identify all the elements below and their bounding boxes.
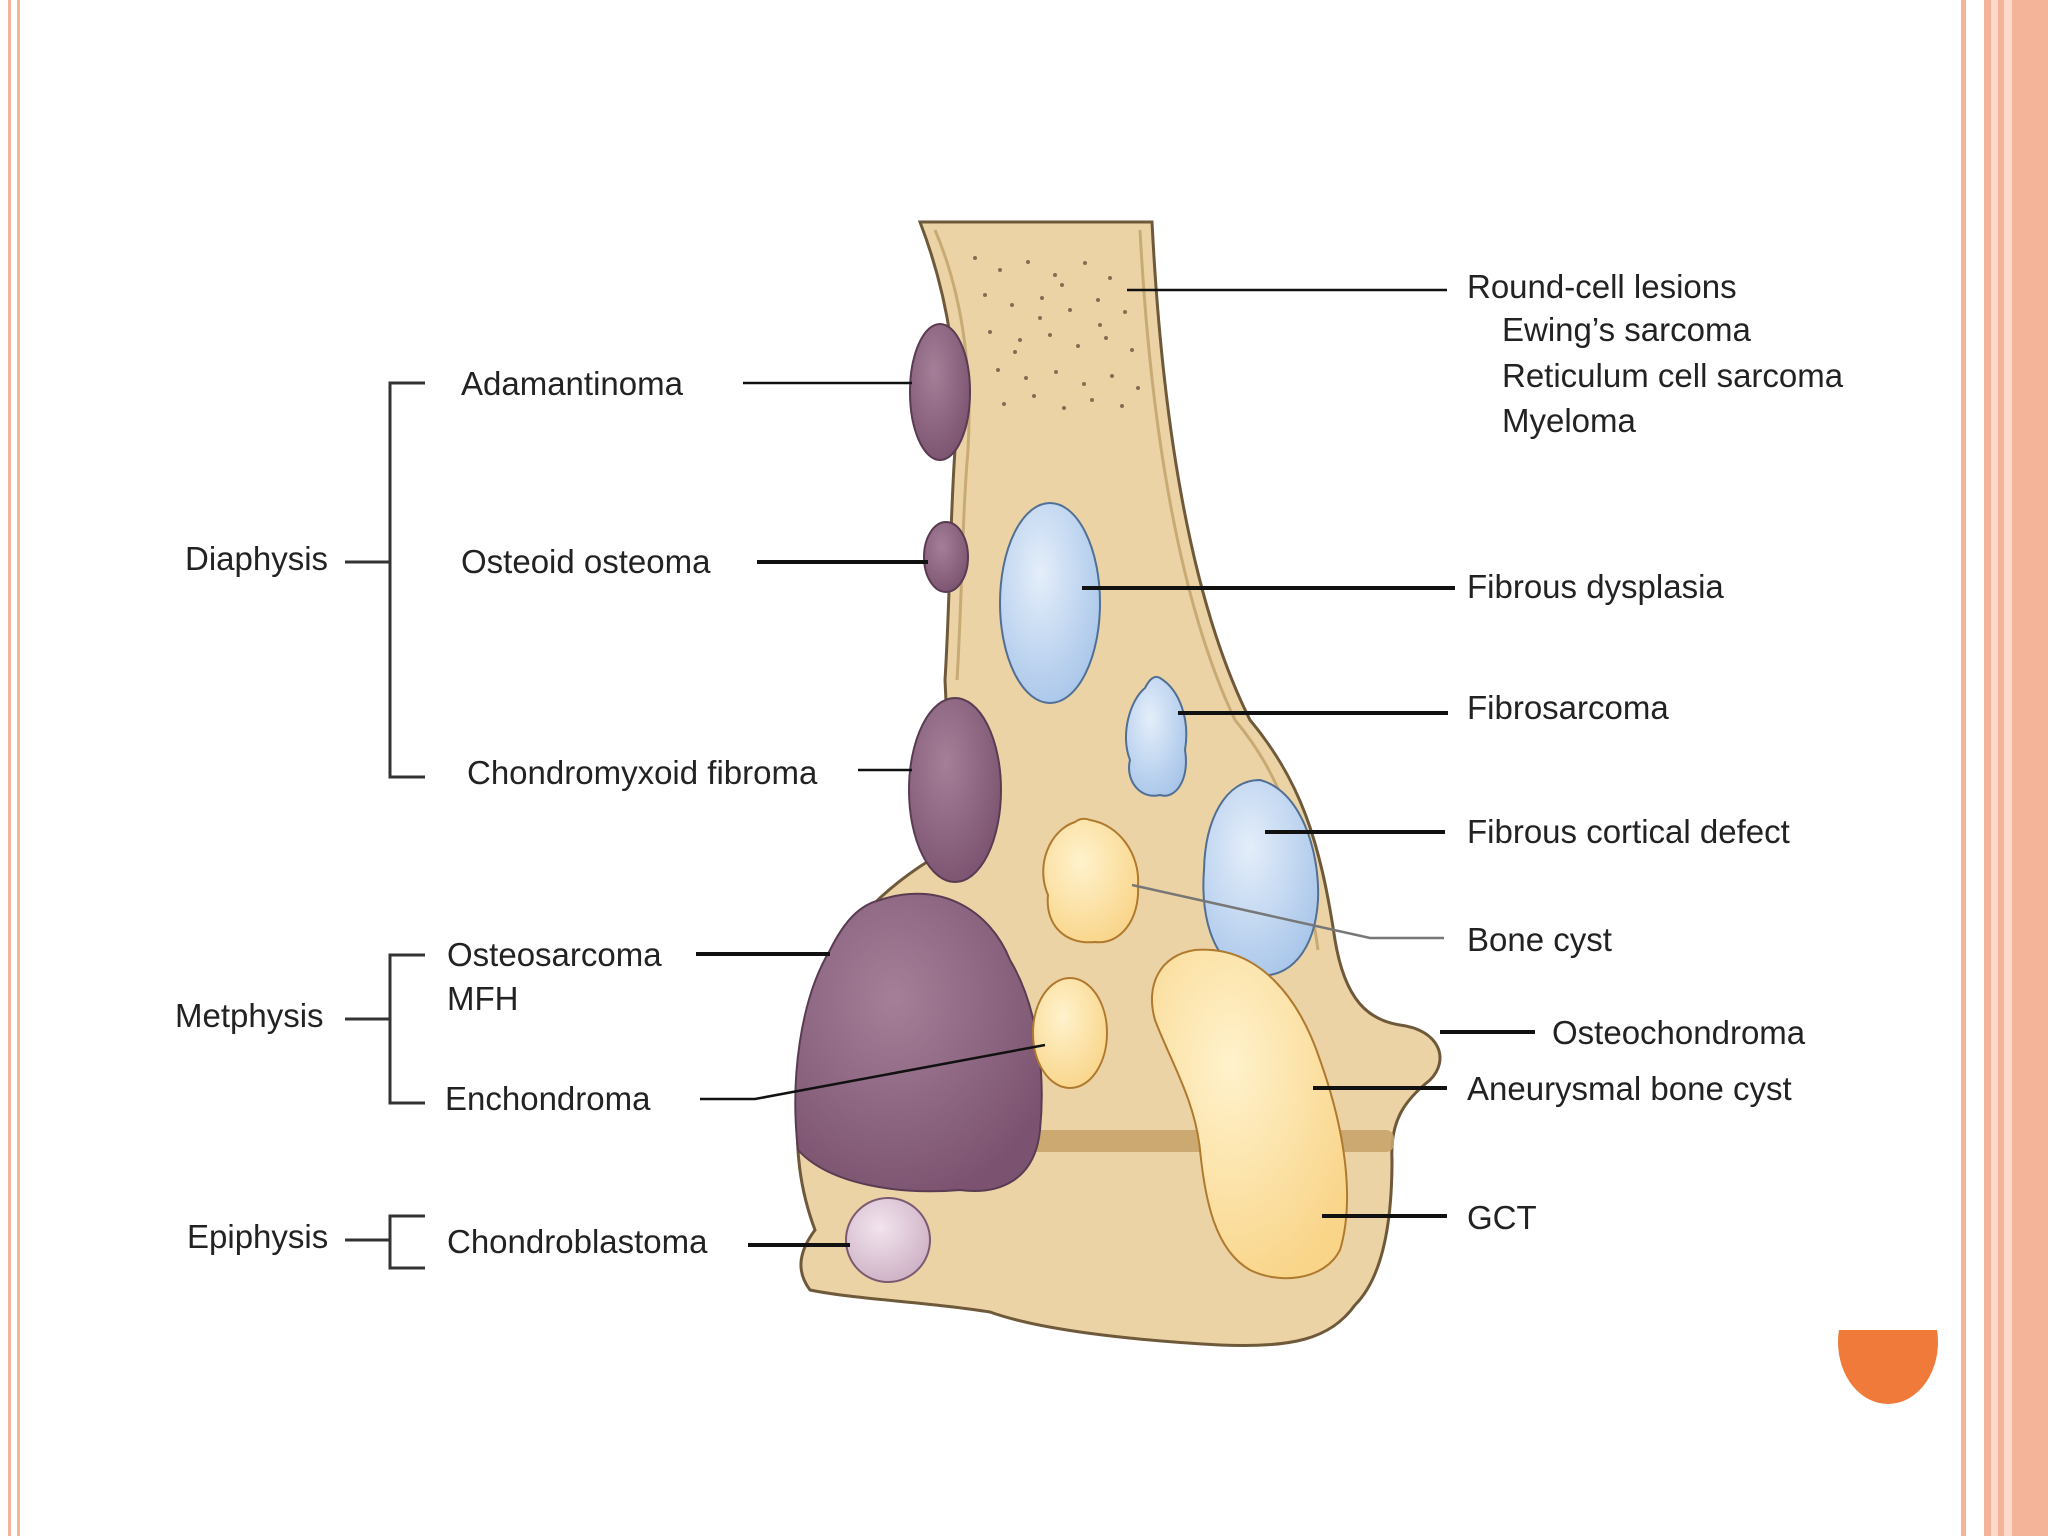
bone-inner-cortex-left [933,229,971,681]
label-fibrous-cortical-defect: Fibrous cortical defect [1467,813,1790,850]
aneurysmal-bone-cyst-lesion [1150,948,1349,1280]
label-reticulum-cell-sarcoma: Reticulum cell sarcoma [1502,357,1844,394]
left-brackets [345,381,425,1270]
slide-frame-right [1958,0,2048,1536]
chondroblastoma-lesion [845,1197,931,1283]
round-cell-stipple [973,256,1140,410]
bone-cyst-lesion [1042,817,1140,944]
slide-frame-left [8,0,20,1536]
label-chondromyxoid-fibroma: Chondromyxoid fibroma [467,754,818,791]
label-myeloma: Myeloma [1502,402,1637,439]
label-osteosarcoma: Osteosarcoma [447,936,662,973]
label-mfh: MFH [447,980,518,1017]
label-bone-cyst: Bone cyst [1467,921,1612,958]
adamantinoma-lesion [909,323,971,461]
label-chondroblastoma: Chondroblastoma [447,1223,708,1260]
label-osteoid-osteoma: Osteoid osteoma [461,543,711,580]
label-round-cell-lesions: Round-cell lesions [1467,268,1737,305]
osteosarcoma-lesion [794,892,1043,1193]
osteoid-osteoma-lesion [923,521,969,593]
label-epiphysis: Epiphysis [187,1218,328,1255]
label-fibrosarcoma: Fibrosarcoma [1467,689,1669,726]
enchondroma-lesion [1032,977,1108,1089]
label-enchondroma: Enchondroma [445,1080,651,1117]
label-aneurysmal-bone-cyst: Aneurysmal bone cyst [1467,1070,1792,1107]
label-metaphysis: Metphysis [175,997,324,1034]
label-adamantinoma: Adamantinoma [461,365,684,402]
label-fibrous-dysplasia: Fibrous dysplasia [1467,568,1724,605]
label-gct: GCT [1467,1199,1537,1236]
chondromyxoid-fibroma-lesion [908,697,1002,883]
label-diaphysis: Diaphysis [185,540,328,577]
label-ewings-sarcoma: Ewing’s sarcoma [1502,311,1751,348]
corner-accent-shape [1838,1330,1938,1404]
fibrous-dysplasia-lesion [999,502,1101,704]
fibrosarcoma-lesion [1124,675,1188,797]
leader-lines [696,288,1535,1247]
label-osteochondroma: Osteochondroma [1552,1014,1806,1051]
